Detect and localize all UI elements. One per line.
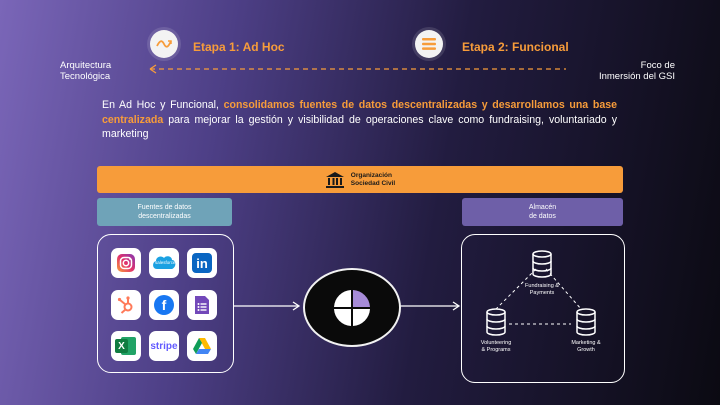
db-left-line1: Volunteering xyxy=(480,340,512,346)
db-top-line1: Fundraising & xyxy=(525,283,559,289)
org-line1: Organización xyxy=(350,172,392,179)
institution-icon xyxy=(325,171,344,188)
sources-title-line1: Fuentes de datos xyxy=(137,204,192,211)
linkedin-label: in xyxy=(192,253,212,273)
stage-arrow xyxy=(149,64,566,74)
stage1-title: Etapa 1: Ad Hoc xyxy=(193,40,285,54)
facebook-label: f xyxy=(154,295,174,315)
google-forms-icon xyxy=(187,290,217,320)
org-line2: Sociedad Civil xyxy=(350,179,396,187)
db-fundraising-label: Fundraising & Payments xyxy=(517,283,567,296)
para-part2: para mejorar la gestión y visibilidad de… xyxy=(102,113,617,141)
stripe-icon: stripe xyxy=(149,331,179,361)
db-right-line2: Growth xyxy=(577,346,595,353)
stage2-title: Etapa 2: Funcional xyxy=(462,40,569,54)
linkedin-icon: in xyxy=(187,248,217,278)
functional-stage-icon xyxy=(415,30,443,58)
facebook-icon: f xyxy=(149,290,179,320)
salesforce-icon: salesforce xyxy=(149,248,179,278)
organization-label: Organización Sociedad Civil xyxy=(351,172,395,187)
warehouse-connections xyxy=(495,268,582,325)
database-fundraising-icon xyxy=(532,250,552,278)
sources-title-line2: descentralizadas xyxy=(138,213,191,220)
db-top-line2: Payments xyxy=(529,289,555,296)
organization-bar: Organización Sociedad Civil xyxy=(97,166,623,193)
right-label-line1: Foco de xyxy=(640,60,675,71)
database-volunteering-icon xyxy=(486,308,506,336)
warehouse-title-line2: de datos xyxy=(529,213,556,220)
para-highlight: consolidamos fuentes de datos descentral… xyxy=(102,99,617,126)
left-axis-label: Arquitectura Tecnológica xyxy=(60,60,111,82)
platform-mark-icon xyxy=(334,289,370,326)
db-right-line1: Marketing & xyxy=(571,340,601,346)
salesforce-label: salesforce xyxy=(155,260,176,265)
adhoc-stage-icon xyxy=(150,30,178,58)
instagram-icon xyxy=(111,248,141,278)
flow-arrows xyxy=(234,301,461,311)
db-volunteering-label: Volunteering & Programs xyxy=(471,340,521,353)
google-drive-icon xyxy=(187,331,217,361)
description-paragraph: En Ad Hoc y Funcional, consolidamos fuen… xyxy=(102,98,617,142)
warehouse-pill: Almacén de datos xyxy=(462,198,623,226)
para-part1: En Ad Hoc y Funcional, xyxy=(102,99,224,111)
central-platform-logo xyxy=(303,268,401,347)
left-label-line2: Tecnológica xyxy=(60,71,111,82)
database-marketing-icon xyxy=(576,308,596,336)
db-marketing-label: Marketing & Growth xyxy=(561,340,611,353)
excel-label: X xyxy=(115,339,128,353)
sources-pill: Fuentes de datos descentralizadas xyxy=(97,198,232,226)
warehouse-panel xyxy=(461,234,625,383)
sources-panel xyxy=(97,234,234,373)
hubspot-icon xyxy=(111,290,141,320)
right-label-line2: Inmersión del GSI xyxy=(598,71,675,82)
right-axis-label: Foco de Inmersión del GSI xyxy=(590,60,675,82)
left-label-line1: Arquitectura xyxy=(60,60,112,71)
warehouse-title-line1: Almacén xyxy=(528,204,557,211)
stripe-label: stripe xyxy=(150,340,178,352)
excel-icon: X xyxy=(111,331,141,361)
db-left-line2: & Programs xyxy=(481,346,511,353)
